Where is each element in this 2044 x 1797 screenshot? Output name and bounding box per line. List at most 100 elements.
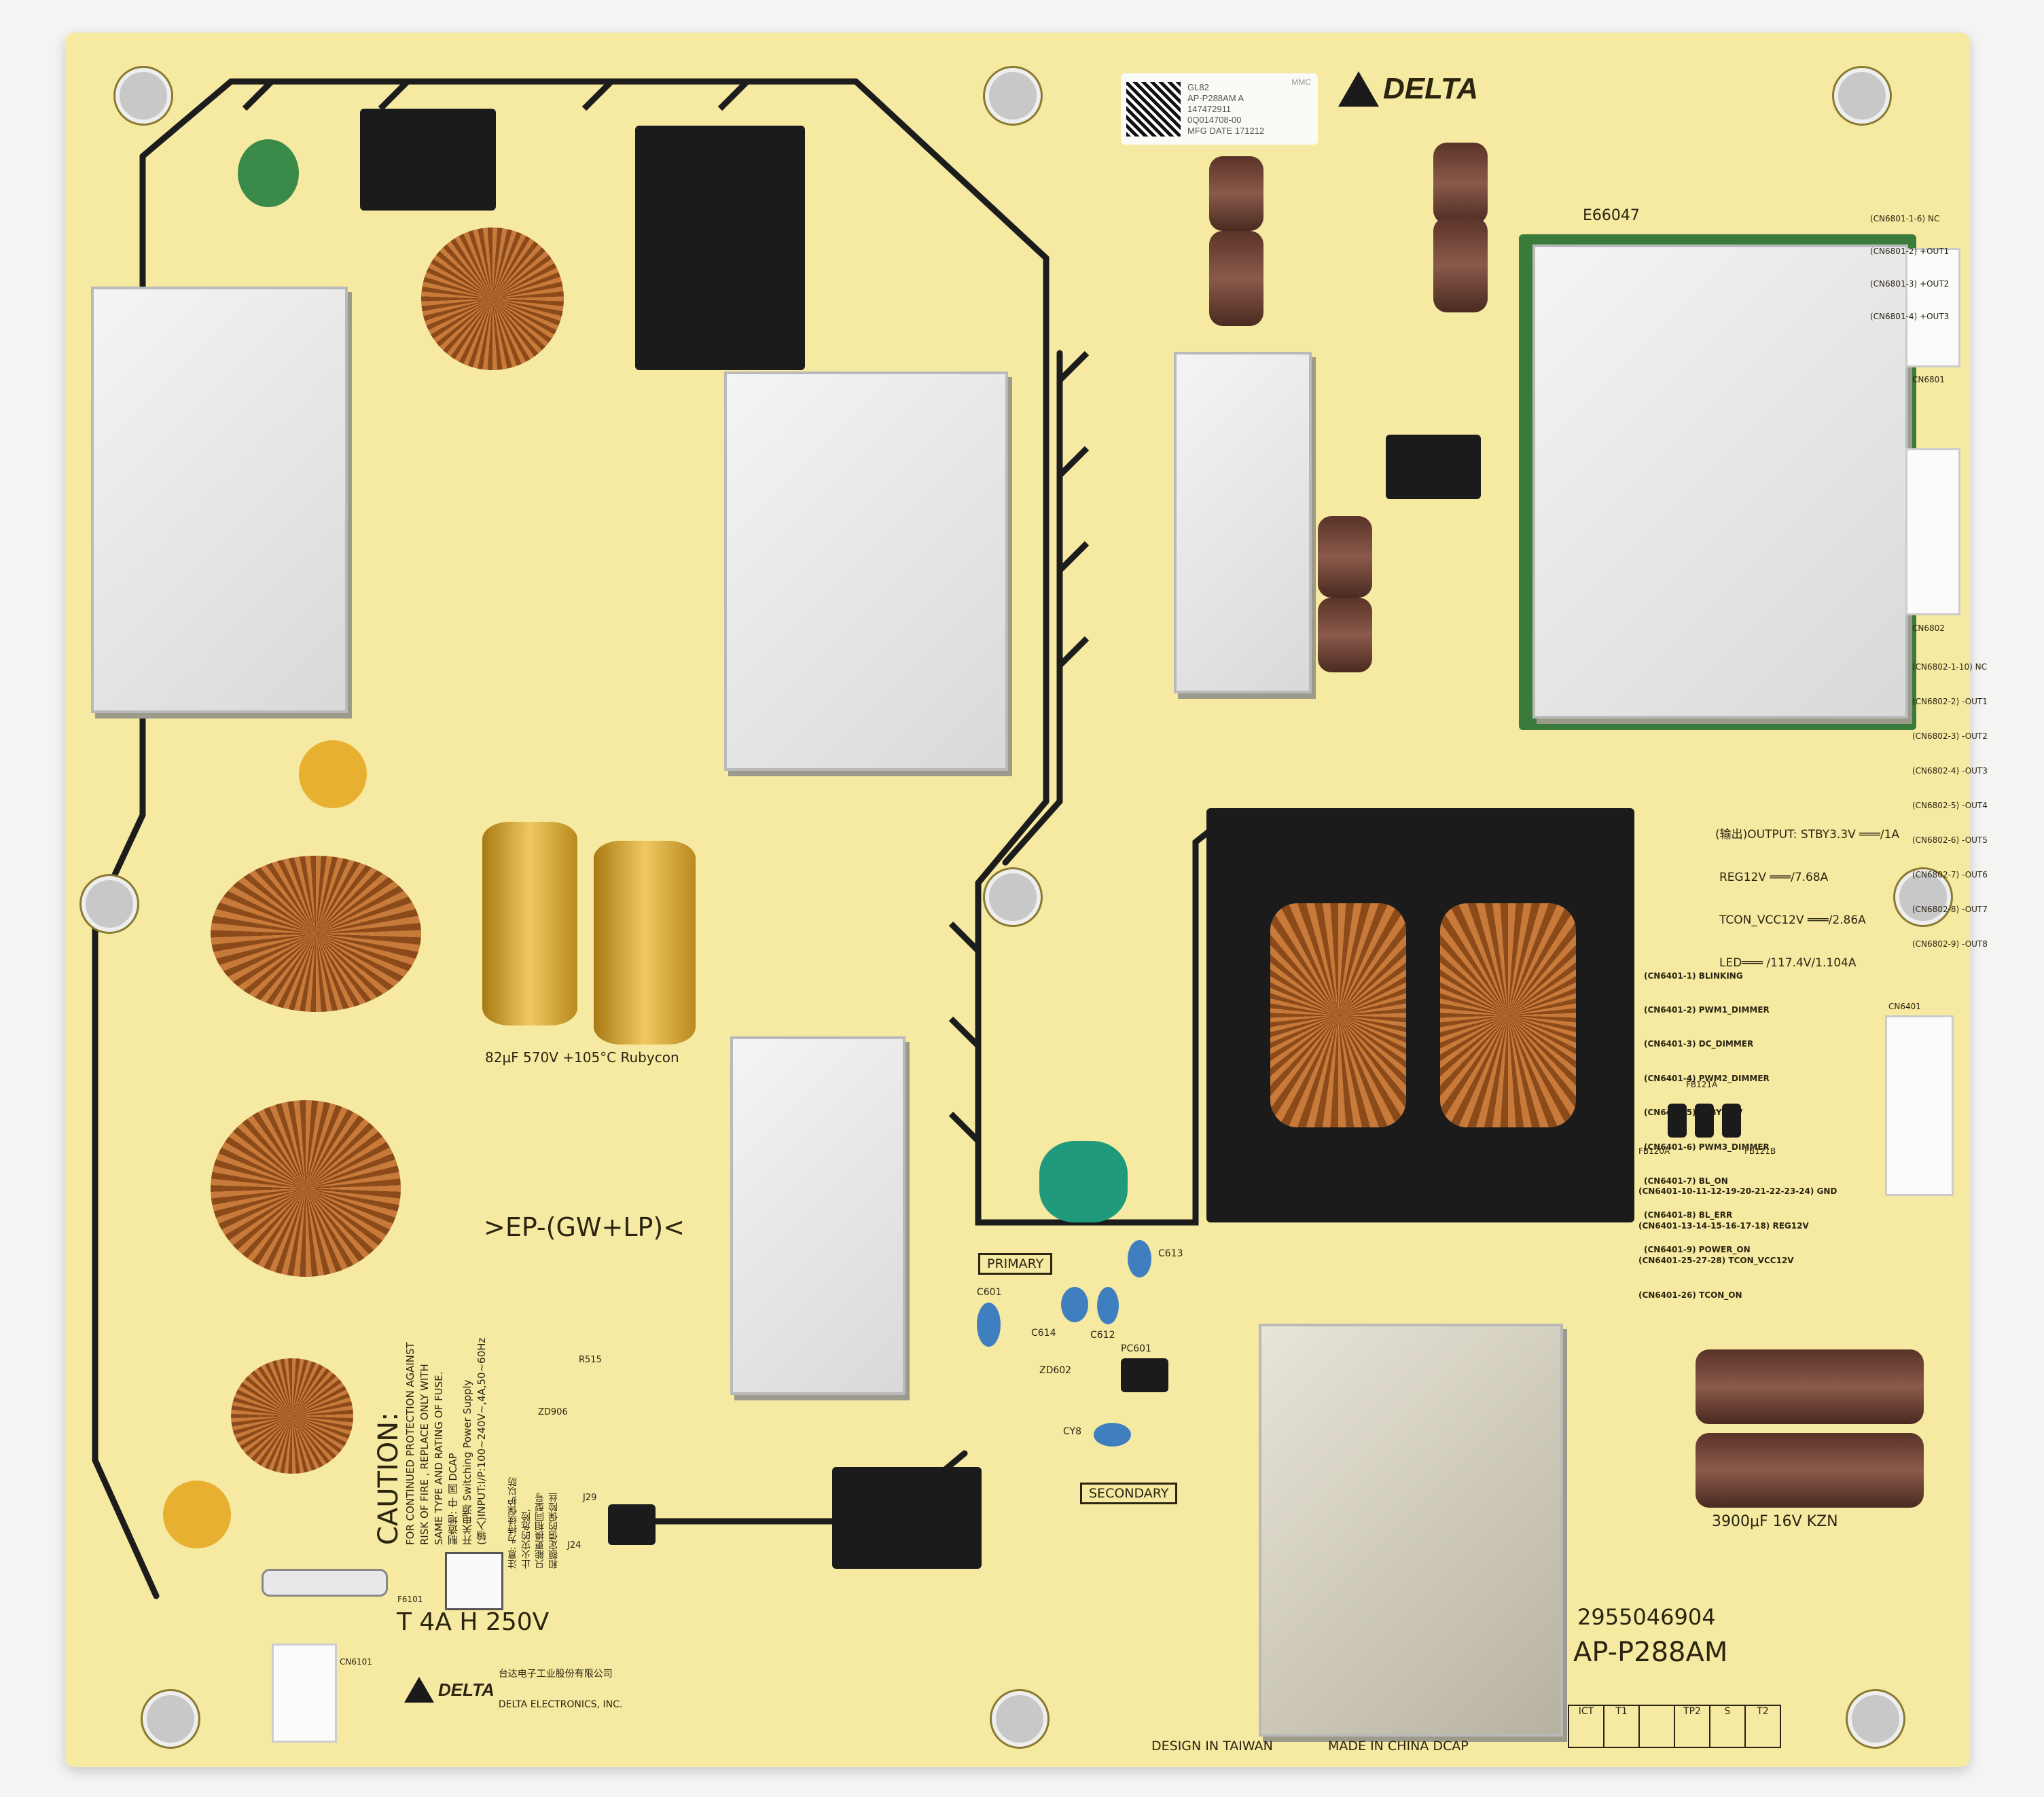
secondary-zone-label: SECONDARY: [1080, 1483, 1178, 1504]
caution-line: 开关电源 Switching Power Supply: [461, 1379, 473, 1545]
heatsink-secondary: [1174, 352, 1312, 693]
cn6802-ref: CN6802: [1912, 623, 1945, 633]
connector-cn6802: [1905, 448, 1960, 615]
mounting-hole: [1895, 869, 1951, 925]
caution-chinese-line: 和额定值的保险丝: [548, 1493, 559, 1569]
fb121a-ref: FB121A: [1686, 1080, 1718, 1089]
qr-code: [1126, 81, 1181, 137]
datamatrix-sticker: [445, 1552, 503, 1610]
transformer-winding: [1270, 903, 1406, 1127]
cy8-ref: CY8: [1063, 1426, 1081, 1437]
c612-ref: C612: [1090, 1330, 1115, 1341]
pin-label: (CN6802-7) -OUT6: [1912, 870, 1988, 879]
fb121b-ref: FB121B: [1744, 1146, 1776, 1156]
mounting-hole: [115, 68, 171, 124]
output-spec-line: (输出)OUTPUT: STBY3.3V ═══/1A: [1715, 828, 1900, 841]
output-capacitor: [1696, 1433, 1924, 1508]
connector-cn6401: [1885, 1015, 1954, 1196]
common-mode-choke: [211, 1100, 401, 1277]
test-point-cell: T2: [1757, 1706, 1769, 1717]
pin-label: (CN6801-3) +OUT2: [1870, 279, 1950, 289]
aux-transformer: [832, 1467, 982, 1569]
pin-label: (CN6802-5) -OUT4: [1912, 801, 1988, 810]
sticker-mfg-date: MFG DATE 171212: [1187, 125, 1265, 136]
mosfet: [1386, 435, 1481, 499]
transformer-winding: [1440, 903, 1576, 1127]
test-point-cell: ICT: [1569, 1706, 1604, 1747]
inner-outline: [1002, 350, 1063, 866]
output-spec-line: LED═══ /117.4V/1.104A: [1719, 956, 1857, 970]
sticker-model: AP-P288AM A: [1187, 92, 1244, 103]
caution-title: CAUTION:: [373, 1412, 404, 1545]
test-point-table: ICT T1 TP2 S T2: [1568, 1705, 1781, 1748]
pin-label: (CN6401-26) TCON_ON: [1638, 1290, 1742, 1300]
test-point-cell: S: [1710, 1706, 1746, 1747]
pin-label: (CN6801-4) +OUT3: [1870, 312, 1950, 321]
output-spec-line: REG12V ═══/7.68A: [1719, 871, 1829, 884]
c614-ref: C614: [1031, 1328, 1056, 1339]
mounting-hole: [985, 68, 1041, 124]
output-capacitor-label: 3900μF 16V KZN: [1712, 1513, 1838, 1530]
made-note: MADE IN CHINA DCAP: [1328, 1739, 1469, 1754]
fuse: [262, 1569, 388, 1597]
mounting-hole: [143, 1691, 198, 1747]
pin-label: (CN6802-9) -OUT8: [1912, 939, 1988, 949]
pin-label: (CN6401-3) DC_DIMMER: [1644, 1039, 1754, 1049]
footer-brand: DELTA: [438, 1679, 495, 1700]
sticker-lot: 0Q014708-00: [1187, 114, 1242, 125]
pin-label: (CN6802-6) -OUT5: [1912, 835, 1988, 845]
capacitor: [1318, 516, 1372, 598]
sticker-vendor: MMC: [1291, 77, 1311, 87]
zd602-ref: ZD602: [1039, 1365, 1072, 1376]
x-capacitor-green: [1039, 1141, 1128, 1222]
primary-zone-label: PRIMARY: [978, 1253, 1053, 1275]
output-spec: (输出)OUTPUT: STBY3.3V ═══/1A REG12V ═══/7…: [1715, 799, 1899, 985]
sticker-code: GL82: [1187, 81, 1209, 92]
caution-chinese-block: 注意: 为持续保护以防 止火灾的危险, 只能更换相同型号 和额定值的保险丝: [506, 1443, 560, 1569]
heatsink-bridge: [91, 287, 348, 713]
capacitor: [1433, 217, 1488, 312]
zd906-ref: ZD906: [538, 1407, 568, 1417]
cn6802-pin-list: (CN6802-1-10) NC (CN6802-2) -OUT1 (CN680…: [1912, 638, 1988, 962]
heatsink-llc: [730, 1036, 906, 1395]
variant-marking: >EP-(GW+LP)<: [484, 1212, 685, 1242]
primary-isolation-outline: [139, 78, 1233, 1226]
model-number: AP-P288AM: [1573, 1637, 1728, 1668]
connector-cn6101-ac-input: [272, 1644, 337, 1743]
cn6801-ref: CN6801: [1912, 375, 1945, 384]
r515-ref: R515: [579, 1355, 602, 1365]
pin-label: (CN6401-10-11-12-19-20-21-22-23-24) GND: [1638, 1186, 1837, 1196]
ferrite-bead: [1668, 1104, 1687, 1138]
pin-label: (CN6802-4) -OUT3: [1912, 766, 1988, 776]
c613-ref: C613: [1158, 1248, 1183, 1259]
heatsink-led-driver: [1532, 244, 1908, 719]
caution-block: CAUTION: FOR CONTINUED PROTECTION AGAINS…: [373, 1321, 489, 1545]
capacitor-c601: [977, 1303, 1001, 1347]
caution-chinese-line: 只能更换相同型号: [535, 1493, 545, 1569]
capacitor-c614: [1061, 1287, 1088, 1322]
sticker-serial: 147472911: [1187, 103, 1232, 114]
caution-chinese-line: 止火灾的危险,: [521, 1508, 532, 1569]
pin-label: (CN6401-8) BL_ERR: [1644, 1210, 1733, 1220]
capacitor: [1209, 156, 1263, 231]
pin-label: (CN6401-13-14-15-16-17-18) REG12V: [1638, 1221, 1809, 1231]
test-point-cell: TP2: [1675, 1706, 1710, 1747]
toroid-inductor: [421, 228, 564, 370]
bulk-capacitor: [482, 822, 577, 1025]
varistor: [299, 740, 367, 808]
company-name-english: DELTA ELECTRONICS, INC.: [498, 1699, 623, 1710]
fb120a-ref: FB120A: [1638, 1146, 1670, 1156]
capacitor-c612: [1097, 1287, 1119, 1324]
ferrite-bead: [1722, 1104, 1741, 1138]
caution-line: RISK OF FIRE , REPLACE ONLY WITH: [418, 1364, 431, 1545]
cn6401-pin-list: (CN6401-1) BLINKING (CN6401-2) PWM1_DIMM…: [1644, 947, 1770, 1267]
brand-name: DELTA: [1383, 72, 1479, 105]
output-spec-line: TCON_VCC12V ═══/2.86A: [1719, 913, 1866, 927]
cn6401-ref: CN6401: [1888, 1002, 1921, 1011]
ferrite-bead: [1695, 1104, 1714, 1138]
part-number: 2955046904: [1577, 1604, 1716, 1630]
capacitor: [1209, 231, 1263, 326]
pin-label: (CN6802-2) -OUT1: [1912, 697, 1988, 706]
heatsink-pfc: [724, 371, 1008, 771]
pin-label: (CN6401-7) BL_ON: [1644, 1176, 1728, 1186]
